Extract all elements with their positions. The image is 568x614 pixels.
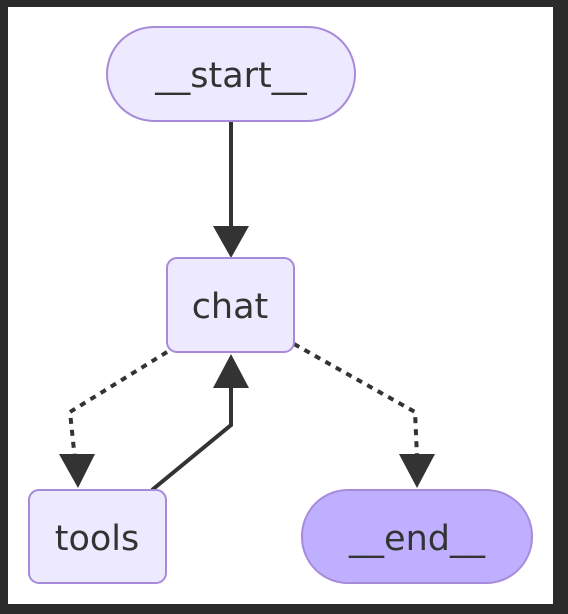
arrowhead-end-icon	[399, 454, 435, 488]
node-start: __start__	[106, 26, 356, 122]
edge-chat-to-tools	[59, 350, 169, 488]
edge-chat-to-end	[293, 342, 435, 488]
node-tools: tools	[28, 489, 167, 584]
edge-start-to-chat	[213, 122, 249, 258]
node-chat: chat	[166, 257, 295, 353]
arrowhead-chat-icon	[213, 226, 249, 258]
node-end-label: __end__	[348, 519, 485, 559]
node-tools-label: tools	[55, 519, 140, 559]
node-end: __end__	[301, 489, 533, 584]
arrowhead-chat-return-icon	[213, 354, 249, 388]
node-chat-label: chat	[192, 287, 269, 327]
arrowhead-tools-icon	[59, 454, 95, 488]
edge-tools-to-chat	[150, 354, 249, 492]
node-start-label: __start__	[154, 56, 307, 96]
